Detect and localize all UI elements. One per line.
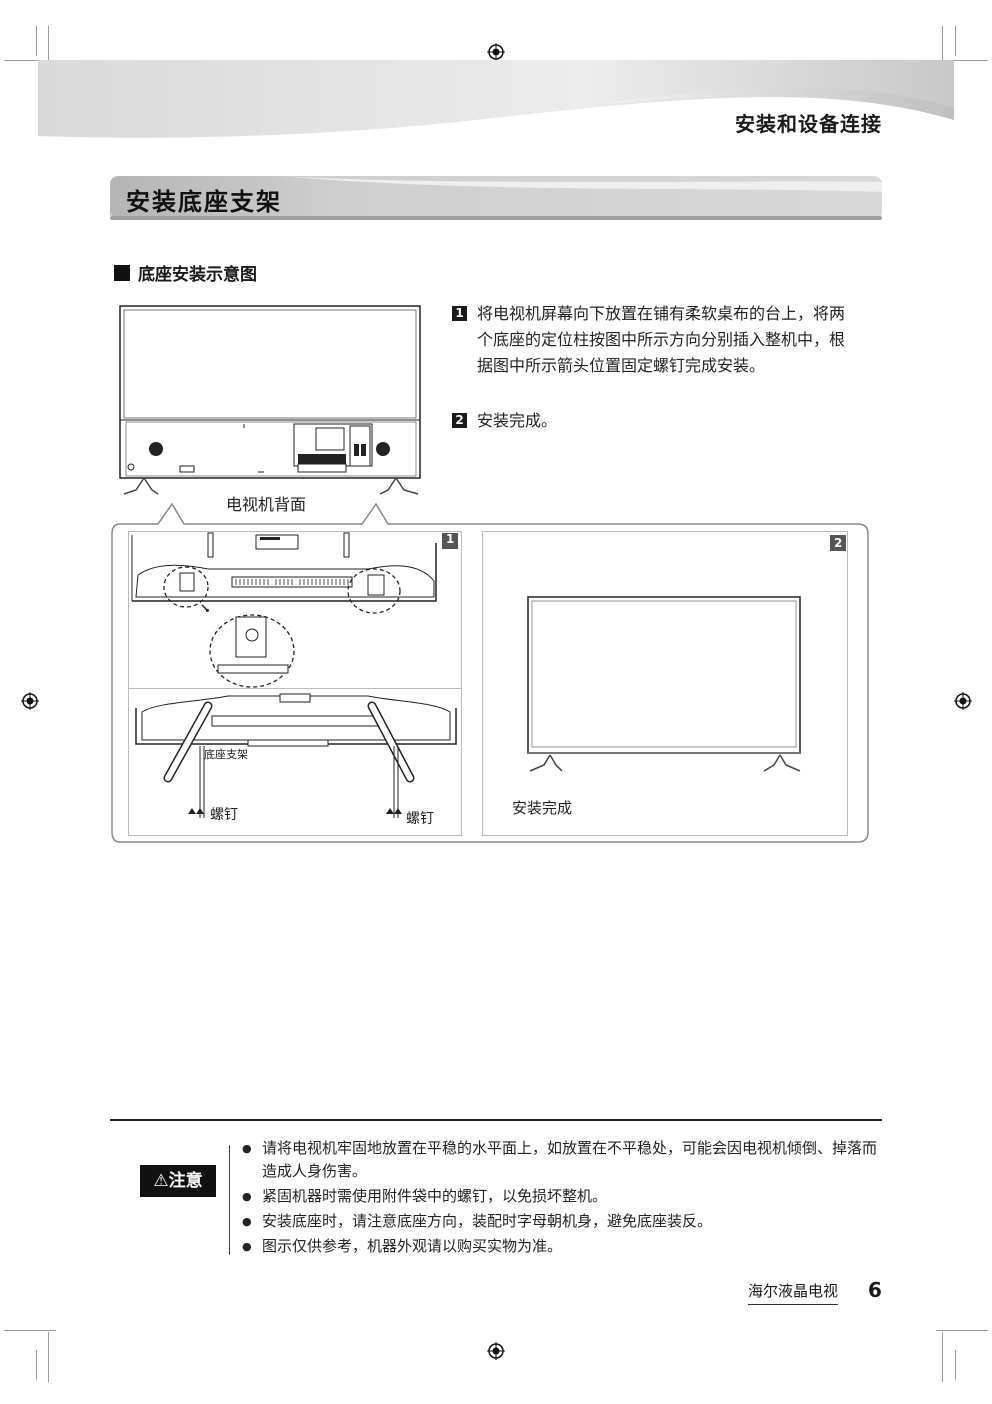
panel-2-badge: 2: [834, 536, 843, 550]
section-title-bar: [110, 176, 882, 220]
caution-list: 请将电视机牢固地放置在平稳的水平面上，如放置在不平稳处，可能会因电视机倾倒、掉落…: [240, 1137, 890, 1260]
registration-mark-icon: [954, 692, 972, 710]
crop-mark: [942, 1332, 943, 1382]
step-text: 安装完成。: [477, 411, 558, 430]
warning-triangle-icon: ⚠: [153, 1171, 169, 1191]
crop-mark: [36, 26, 37, 56]
registration-mark-icon: [487, 43, 505, 61]
screw-label-left: 螺钉: [210, 807, 238, 823]
square-bullet-icon: [114, 264, 130, 281]
crop-mark: [955, 26, 956, 56]
caution-item: 请将电视机牢固地放置在平稳的水平面上，如放置在不平稳处，可能会因电视机倾倒、掉落…: [240, 1137, 890, 1183]
panel-installation-complete: [482, 531, 848, 836]
crop-mark: [4, 1330, 56, 1331]
step-number-badge: 2: [452, 413, 467, 428]
caution-item: 图示仅供参考，机器外观请以购买实物为准。: [240, 1235, 890, 1258]
caution-badge: ⚠注意: [140, 1165, 216, 1197]
step-number-badge: 1: [452, 306, 467, 321]
screw-label-right: 螺钉: [406, 811, 434, 827]
caution-item: 安装底座时，请注意底座方向，装配时字母朝机身，避免底座装反。: [240, 1210, 890, 1233]
header-title: 安装和设备连接: [735, 112, 882, 136]
crop-mark: [36, 1350, 37, 1380]
step-2: 2 安装完成。: [452, 408, 852, 434]
step-text: 将电视机屏幕向下放置在铺有柔软桌布的台上，将两个底座的定位柱按图中所示方向分别插…: [477, 304, 846, 375]
subheading: 底座安装示意图: [114, 260, 257, 285]
crop-mark: [936, 60, 988, 61]
step-1: 1 将电视机屏幕向下放置在铺有柔软桌布的台上，将两个底座的定位柱按图中所示方向分…: [452, 301, 852, 379]
installation-complete-label: 安装完成: [512, 799, 573, 817]
registration-mark-icon: [487, 1342, 505, 1360]
page-number: 6: [868, 1278, 882, 1302]
crop-mark: [942, 26, 943, 76]
tv-back-label: 电视机背面: [226, 495, 307, 514]
caution-divider: [110, 1119, 882, 1121]
crop-mark: [936, 1330, 988, 1331]
tv-back-illustration: [119, 305, 421, 495]
crop-mark: [955, 1350, 956, 1380]
section-title: 安装底座支架: [126, 188, 282, 216]
subheading-label: 底座安装示意图: [138, 265, 257, 285]
crop-mark: [48, 1332, 49, 1382]
caution-badge-label: 注意: [168, 1171, 203, 1191]
crop-mark: [4, 60, 56, 61]
header-swoosh: [38, 60, 954, 138]
caution-separator: [229, 1145, 230, 1255]
stand-label: 底座支架: [204, 748, 248, 761]
caution-item: 紧固机器时需使用附件袋中的螺钉，以免损坏整机。: [240, 1185, 890, 1208]
registration-mark-icon: [21, 692, 39, 710]
panel-stand-screws: [128, 688, 462, 836]
crop-mark: [48, 26, 49, 76]
footer-brand: 海尔液晶电视: [748, 1280, 839, 1305]
panel-stand-insertion: [128, 531, 462, 689]
panel-1-badge: 1: [446, 532, 455, 546]
